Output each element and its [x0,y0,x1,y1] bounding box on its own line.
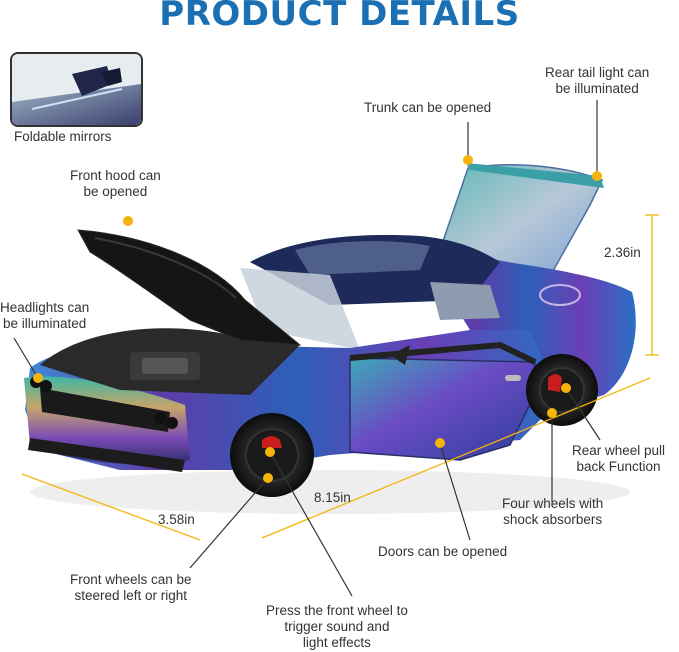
steer-callout-line1: Front wheels can be [70,572,192,587]
mirrors-callout: Foldable mirrors [14,129,112,144]
front-hood [77,229,302,346]
taillight-callout-line2: be illuminated [555,81,639,96]
length-dimension-label: 8.15in [314,490,351,505]
hood-callout-line2: be opened [83,184,148,199]
steer-callout: Front wheels can be steered left or righ… [70,572,192,604]
headlights-callout: Headlights can be illuminated [0,300,89,332]
page-title: PRODUCT DETAILS [159,0,520,34]
taillight-callout: Rear tail light can be illuminated [545,65,649,97]
rear-wheel-callout-line2: back Function [576,459,661,474]
press-wheel-callout-line2: trigger sound and [284,619,390,634]
headlights-callout-line2: be illuminated [3,316,87,331]
height-dimension-label: 2.36in [604,245,641,260]
headlights-callout-line1: Headlights can [0,300,90,315]
rear-wheel-callout-line1: Rear wheel pull [572,443,666,458]
hood-callout-line1: Front hood can [70,168,161,183]
shock-callout-line1: Four wheels with [502,496,604,511]
shock-callout: Four wheels with shock absorbers [502,496,603,528]
press-wheel-callout-line1: Press the front wheel to [266,603,408,618]
mirror-closeup-illustration [12,54,141,125]
car-shadow [30,470,630,514]
shock-callout-line2: shock absorbers [503,512,603,527]
press-wheel-callout: Press the front wheel to trigger sound a… [266,603,408,651]
width-dimension-label: 3.58in [158,512,195,527]
mirror-inset-image [10,52,143,127]
trunk-callout: Trunk can be opened [364,100,492,115]
doors-callout: Doors can be opened [378,544,508,559]
callout-dots [33,155,602,483]
height-dimension-line [645,214,659,356]
press-wheel-callout-line3: light effects [302,635,371,650]
hood-callout: Front hood can be opened [70,168,161,200]
callout-lines [13,100,601,597]
taillight-callout-line1: Rear tail light can [545,65,650,80]
rear-wheel-callout: Rear wheel pull back Function [572,443,665,475]
width-dimension-line [21,473,201,541]
trunk-lid [439,164,604,282]
length-dimension-line [261,377,651,539]
steer-callout-line2: steered left or right [74,588,188,603]
